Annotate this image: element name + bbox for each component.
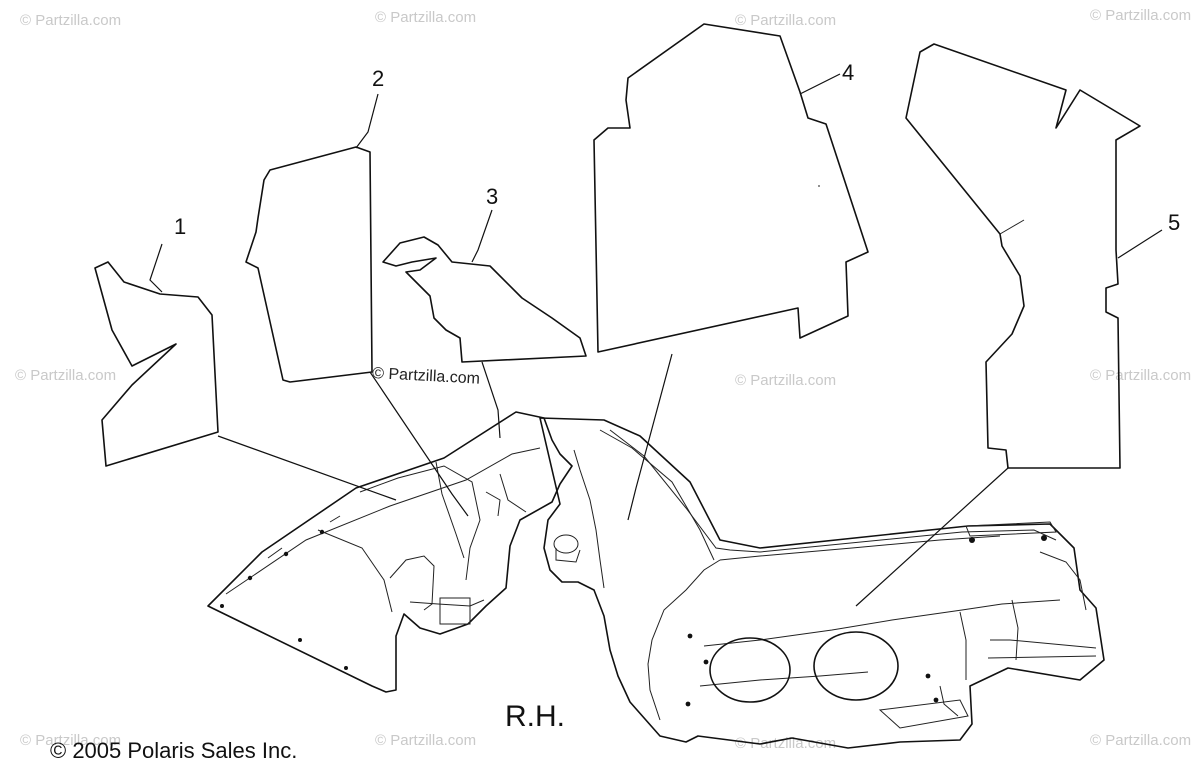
callout-5: 5 xyxy=(1168,210,1180,235)
callout-tick-2 xyxy=(355,93,379,149)
watermark-top-center-right: © Partzilla.com xyxy=(735,12,836,29)
watermark-top-left: © Partzilla.com xyxy=(20,12,121,29)
watermark-bottom-right: © Partzilla.com xyxy=(1090,732,1191,749)
watermark-top-center-left: © Partzilla.com xyxy=(375,9,476,26)
watermark-bottom-left: © Partzilla.com xyxy=(20,732,121,749)
callout-1: 1 xyxy=(174,214,186,239)
leader-line-4 xyxy=(627,353,673,521)
watermark-mid-far-right: © Partzilla.com xyxy=(1090,367,1191,384)
right-round-cutout xyxy=(813,631,899,701)
callout-3: 3 xyxy=(486,184,498,209)
watermark-bottom-center-right: © Partzilla.com xyxy=(735,735,836,752)
part-5-insulation xyxy=(905,43,1141,469)
part-1-insulation xyxy=(94,261,219,467)
callout-tick-4 xyxy=(799,73,841,95)
fender-assembly xyxy=(207,411,1105,749)
callout-tick-3 xyxy=(471,209,493,263)
left-round-cutout xyxy=(709,637,791,703)
copyright-notice: © 2005 Polaris Sales Inc. xyxy=(50,738,297,763)
callout-tick-5 xyxy=(1117,229,1163,259)
watermark-mid-left: © Partzilla.com xyxy=(15,367,116,384)
leader-line-5 xyxy=(855,467,1009,607)
watermark-top-right: © Partzilla.com xyxy=(1090,7,1191,24)
side-label-rh: R.H. xyxy=(505,700,565,733)
watermark-mid-right: © Partzilla.com xyxy=(735,372,836,389)
leader-line-3 xyxy=(481,361,501,439)
callout-numbers: 1 2 3 4 5 xyxy=(174,60,1180,239)
leader-line-2 xyxy=(369,371,469,517)
leader-lines xyxy=(149,73,1163,607)
watermark-layer: © Partzilla.com © Partzilla.com © Partzi… xyxy=(15,7,1191,752)
callout-4: 4 xyxy=(842,60,854,85)
part-3-insulation xyxy=(382,236,587,363)
part-2-insulation xyxy=(245,146,373,383)
callout-tick-1 xyxy=(149,243,163,293)
watermark-bottom-center-left: © Partzilla.com xyxy=(375,732,476,749)
part-4-insulation xyxy=(593,23,869,353)
callout-2: 2 xyxy=(372,66,384,91)
leader-line-1 xyxy=(217,435,397,501)
watermark-center: © Partzilla.com xyxy=(372,365,481,388)
